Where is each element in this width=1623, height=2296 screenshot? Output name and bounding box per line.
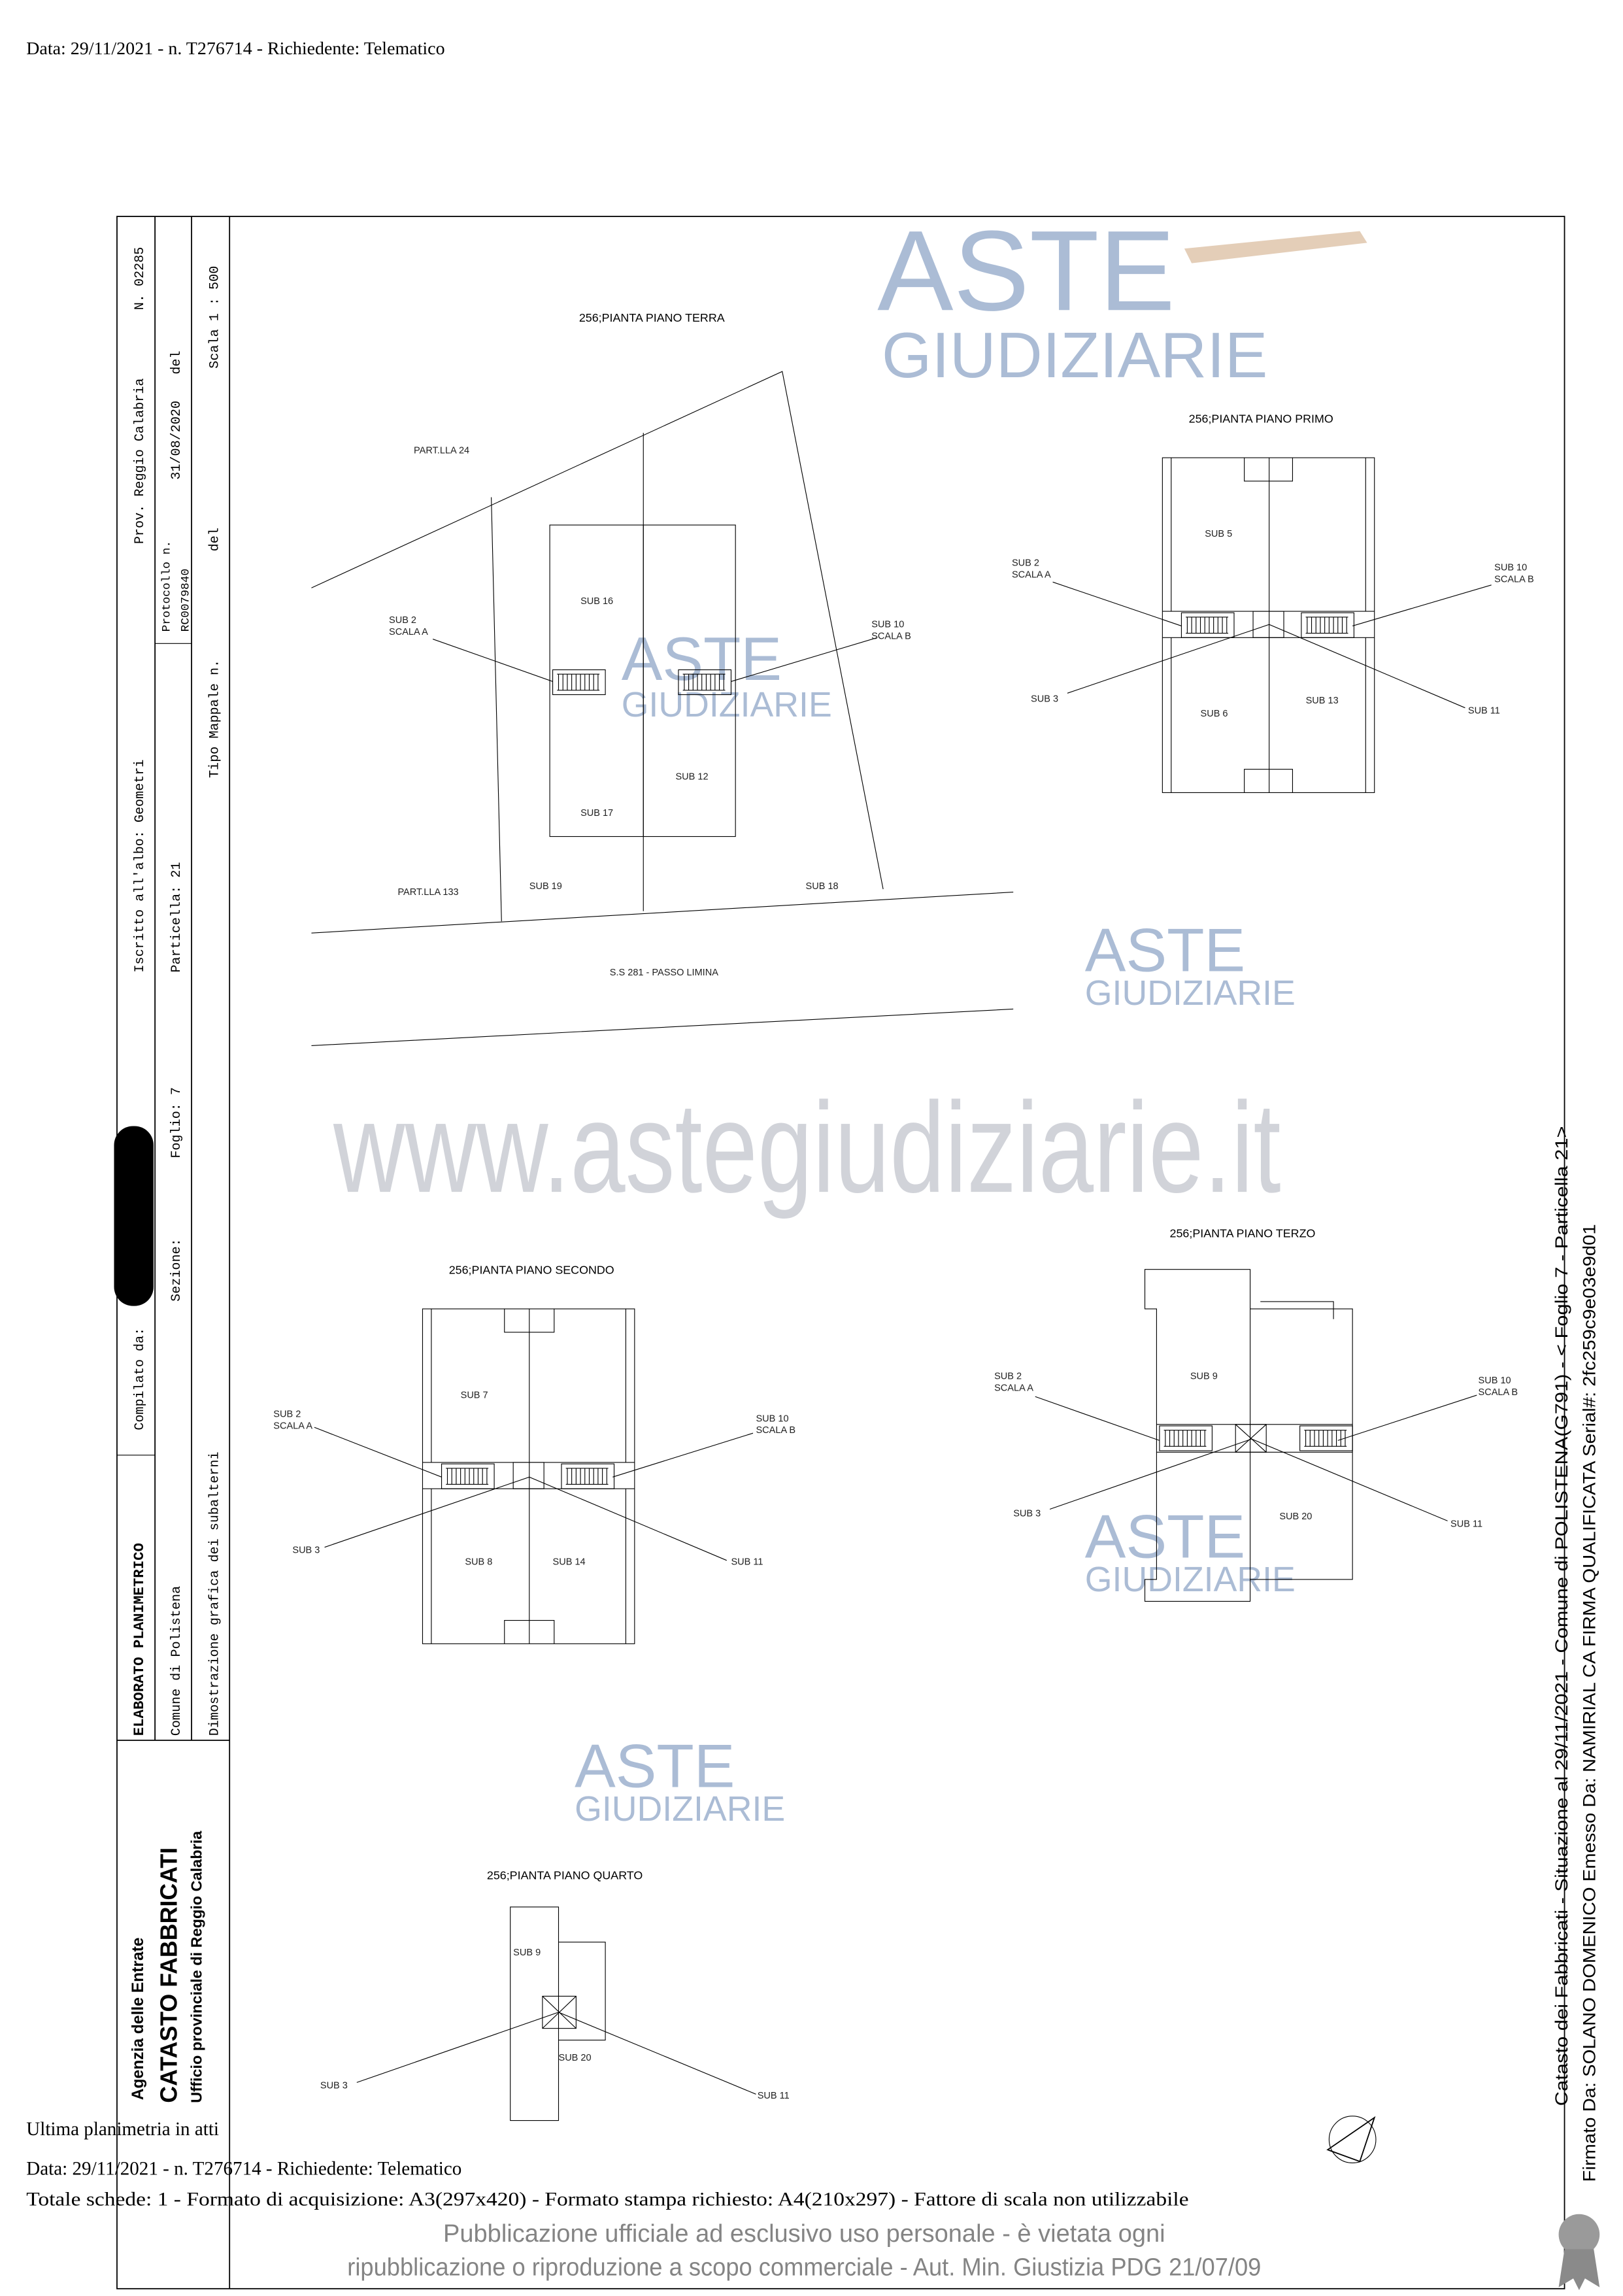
svg-text:SCALA A: SCALA A bbox=[273, 1421, 312, 1431]
svg-text:SUB 11: SUB 11 bbox=[731, 1557, 763, 1568]
header-text: Data: 29/11/2021 - n. T276714 - Richiede… bbox=[26, 39, 444, 59]
svg-text:PART.LLA 133: PART.LLA 133 bbox=[397, 887, 458, 898]
svg-text:SUB 13: SUB 13 bbox=[1306, 696, 1339, 706]
protocollo-label: Protocollo n. bbox=[160, 541, 173, 632]
publication-notice-2: ripubblicazione o riproduzione a scopo c… bbox=[347, 2254, 1261, 2282]
svg-text:SUB 9: SUB 9 bbox=[1190, 1371, 1218, 1381]
redaction-block bbox=[114, 1126, 154, 1306]
svg-text:SUB 18: SUB 18 bbox=[806, 881, 839, 892]
tipo-mappale-label: Tipo Mappale n. bbox=[207, 660, 222, 778]
scala-label: Scala 1 : 500 bbox=[207, 266, 222, 369]
svg-text:SUB 3: SUB 3 bbox=[1013, 1509, 1041, 1519]
outer-frame bbox=[116, 216, 1565, 2289]
agency-line-3: Ufficio provinciale di Reggio Calabria bbox=[188, 1831, 205, 2103]
svg-text:SUB 3: SUB 3 bbox=[320, 2080, 348, 2091]
title-block: ELABORATO PLANIMETRICO Compilato da: Isc… bbox=[114, 247, 222, 1736]
svg-text:256;PIANTA PIANO SECONDO: 256;PIANTA PIANO SECONDO bbox=[449, 1263, 614, 1276]
plan-piano-quarto: 256;PIANTA PIANO QUARTO SUB 9 SUB 20 SUB… bbox=[320, 1868, 790, 2121]
svg-text:SUB 5: SUB 5 bbox=[1205, 529, 1232, 539]
svg-text:SUB 16: SUB 16 bbox=[580, 596, 613, 607]
svg-text:SUB 10: SUB 10 bbox=[756, 1413, 788, 1424]
seal-icon bbox=[1558, 2214, 1600, 2291]
svg-text:SUB 2: SUB 2 bbox=[994, 1371, 1022, 1381]
svg-text:SUB 11: SUB 11 bbox=[1450, 1519, 1482, 1529]
signature-side-text: Firmato Da: SOLANO DOMENICO Emesso Da: N… bbox=[1579, 1224, 1599, 2182]
dimostrazione-label: Dimostrazione grafica dei subalterni bbox=[207, 1451, 222, 1736]
publication-notice-1: Pubblicazione ufficiale ad esclusivo uso… bbox=[443, 2220, 1165, 2248]
plan-piano-primo: 256;PIANTA PIANO PRIMO SUB 5 SUB 2 SCALA… bbox=[1012, 412, 1534, 793]
svg-text:SUB 2: SUB 2 bbox=[389, 615, 416, 626]
svg-text:SUB 20: SUB 20 bbox=[1279, 1511, 1312, 1522]
agency-line-2: CATASTO FABBRICATI bbox=[156, 1848, 182, 2103]
sezione-label: Sezione: bbox=[169, 1238, 184, 1302]
svg-text:SCALA B: SCALA B bbox=[871, 632, 911, 642]
svg-text:SUB 2: SUB 2 bbox=[273, 1410, 301, 1420]
svg-text:256;PIANTA PIANO QUARTO: 256;PIANTA PIANO QUARTO bbox=[487, 1868, 643, 1882]
protocollo-number: RC0079840 bbox=[180, 569, 193, 632]
svg-text:SUB 10: SUB 10 bbox=[1494, 562, 1527, 573]
svg-text:SUB 11: SUB 11 bbox=[1468, 706, 1500, 717]
svg-text:GIUDIZIARIE: GIUDIZIARIE bbox=[575, 1789, 785, 1829]
svg-text:ASTE: ASTE bbox=[1085, 1502, 1245, 1570]
svg-text:SUB 11: SUB 11 bbox=[758, 2091, 790, 2101]
prov-label: Prov. Reggio Calabria bbox=[133, 379, 148, 545]
plan-piano-terzo: 256;PIANTA PIANO TERZO SUB 9 SUB 2 SCALA… bbox=[994, 1226, 1518, 1602]
svg-text:SUB 17: SUB 17 bbox=[580, 808, 613, 819]
svg-text:SUB 6: SUB 6 bbox=[1201, 709, 1228, 719]
svg-text:256;PIANTA PIANO TERRA: 256;PIANTA PIANO TERRA bbox=[579, 311, 725, 324]
svg-text:GIUDIZIARIE: GIUDIZIARIE bbox=[1085, 973, 1296, 1013]
svg-text:PART.LLA 24: PART.LLA 24 bbox=[414, 445, 469, 456]
svg-text:SUB 19: SUB 19 bbox=[529, 881, 562, 892]
svg-text:SUB 9: SUB 9 bbox=[513, 1948, 541, 1958]
svg-text:SUB 3: SUB 3 bbox=[1031, 694, 1058, 705]
foglio-label: Foglio: 7 bbox=[169, 1087, 184, 1158]
footer-totale: Totale schede: 1 - Formato di acquisizio… bbox=[26, 2189, 1188, 2210]
svg-text:SUB 10: SUB 10 bbox=[1479, 1376, 1511, 1386]
svg-text:SCALA A: SCALA A bbox=[389, 627, 428, 637]
comune-label: Comune di Polistena bbox=[169, 1586, 184, 1736]
svg-text:SUB 8: SUB 8 bbox=[465, 1557, 492, 1568]
svg-text:256;PIANTA PIANO PRIMO: 256;PIANTA PIANO PRIMO bbox=[1189, 412, 1333, 425]
aste-logo-watermark: ASTE GIUDIZIARIE ASTE GIUDIZIARIE ASTE G… bbox=[575, 207, 1367, 1829]
plan-piano-terra: 256;PIANTA PIANO TERRA PART.LLA 24 SUB 2… bbox=[311, 311, 1014, 1046]
svg-text:SCALA A: SCALA A bbox=[994, 1383, 1033, 1393]
agency-line-1: Agenzia delle Entrate bbox=[129, 1937, 147, 2100]
svg-text:SUB 3: SUB 3 bbox=[292, 1545, 320, 1556]
svg-text:256;PIANTA PIANO TERZO: 256;PIANTA PIANO TERZO bbox=[1170, 1226, 1316, 1240]
svg-text:SUB 7: SUB 7 bbox=[461, 1391, 488, 1401]
del-label-2: del bbox=[207, 528, 222, 551]
svg-text:SUB 12: SUB 12 bbox=[675, 771, 708, 782]
svg-text:S.S 281 - PASSO LIMINA: S.S 281 - PASSO LIMINA bbox=[610, 968, 718, 978]
svg-text:SUB 2: SUB 2 bbox=[1012, 558, 1039, 569]
svg-text:SCALA A: SCALA A bbox=[1012, 570, 1051, 581]
protocollo-date: 31/08/2020 bbox=[169, 401, 184, 480]
site-watermark: www.astegiudiziarie.it bbox=[333, 1075, 1280, 1219]
svg-text:SUB 20: SUB 20 bbox=[559, 2053, 592, 2063]
svg-text:GIUDIZIARIE: GIUDIZIARIE bbox=[622, 685, 832, 724]
north-arrow-icon bbox=[1326, 2116, 1377, 2163]
compilato-label: Compilato da: bbox=[133, 1328, 148, 1430]
numero-label: N. 02285 bbox=[133, 247, 148, 311]
svg-text:SUB 14: SUB 14 bbox=[553, 1557, 586, 1568]
particella-label: Particella: 21 bbox=[169, 862, 184, 972]
svg-text:SCALA B: SCALA B bbox=[756, 1425, 795, 1436]
svg-text:ASTE: ASTE bbox=[877, 207, 1175, 334]
agency-logo: Agenzia delle Entrate CATASTO FABBRICATI… bbox=[129, 1831, 205, 2103]
del-label: del bbox=[169, 350, 184, 374]
svg-text:ASTE: ASTE bbox=[575, 1732, 735, 1800]
svg-text:SUB 10: SUB 10 bbox=[871, 620, 904, 630]
iscritto-label: Iscritto all'albo: Geometri bbox=[133, 759, 148, 972]
catasto-side-text: Catasto dei Fabbricati - Situazione al 2… bbox=[1552, 1126, 1571, 2106]
plan-piano-secondo: 256;PIANTA PIANO SECONDO SUB 7 SUB 2 SCA… bbox=[273, 1263, 795, 1644]
svg-text:ASTE: ASTE bbox=[1085, 915, 1245, 984]
svg-text:SCALA B: SCALA B bbox=[1494, 574, 1534, 584]
footer-data: Data: 29/11/2021 - n. T276714 - Richiede… bbox=[26, 2158, 461, 2179]
footer-ultima: Ultima planimetria in atti bbox=[26, 2119, 219, 2140]
svg-text:GIUDIZIARIE: GIUDIZIARIE bbox=[882, 319, 1268, 391]
elaborato-title: ELABORATO PLANIMETRICO bbox=[131, 1543, 148, 1736]
svg-text:SCALA B: SCALA B bbox=[1479, 1387, 1518, 1398]
